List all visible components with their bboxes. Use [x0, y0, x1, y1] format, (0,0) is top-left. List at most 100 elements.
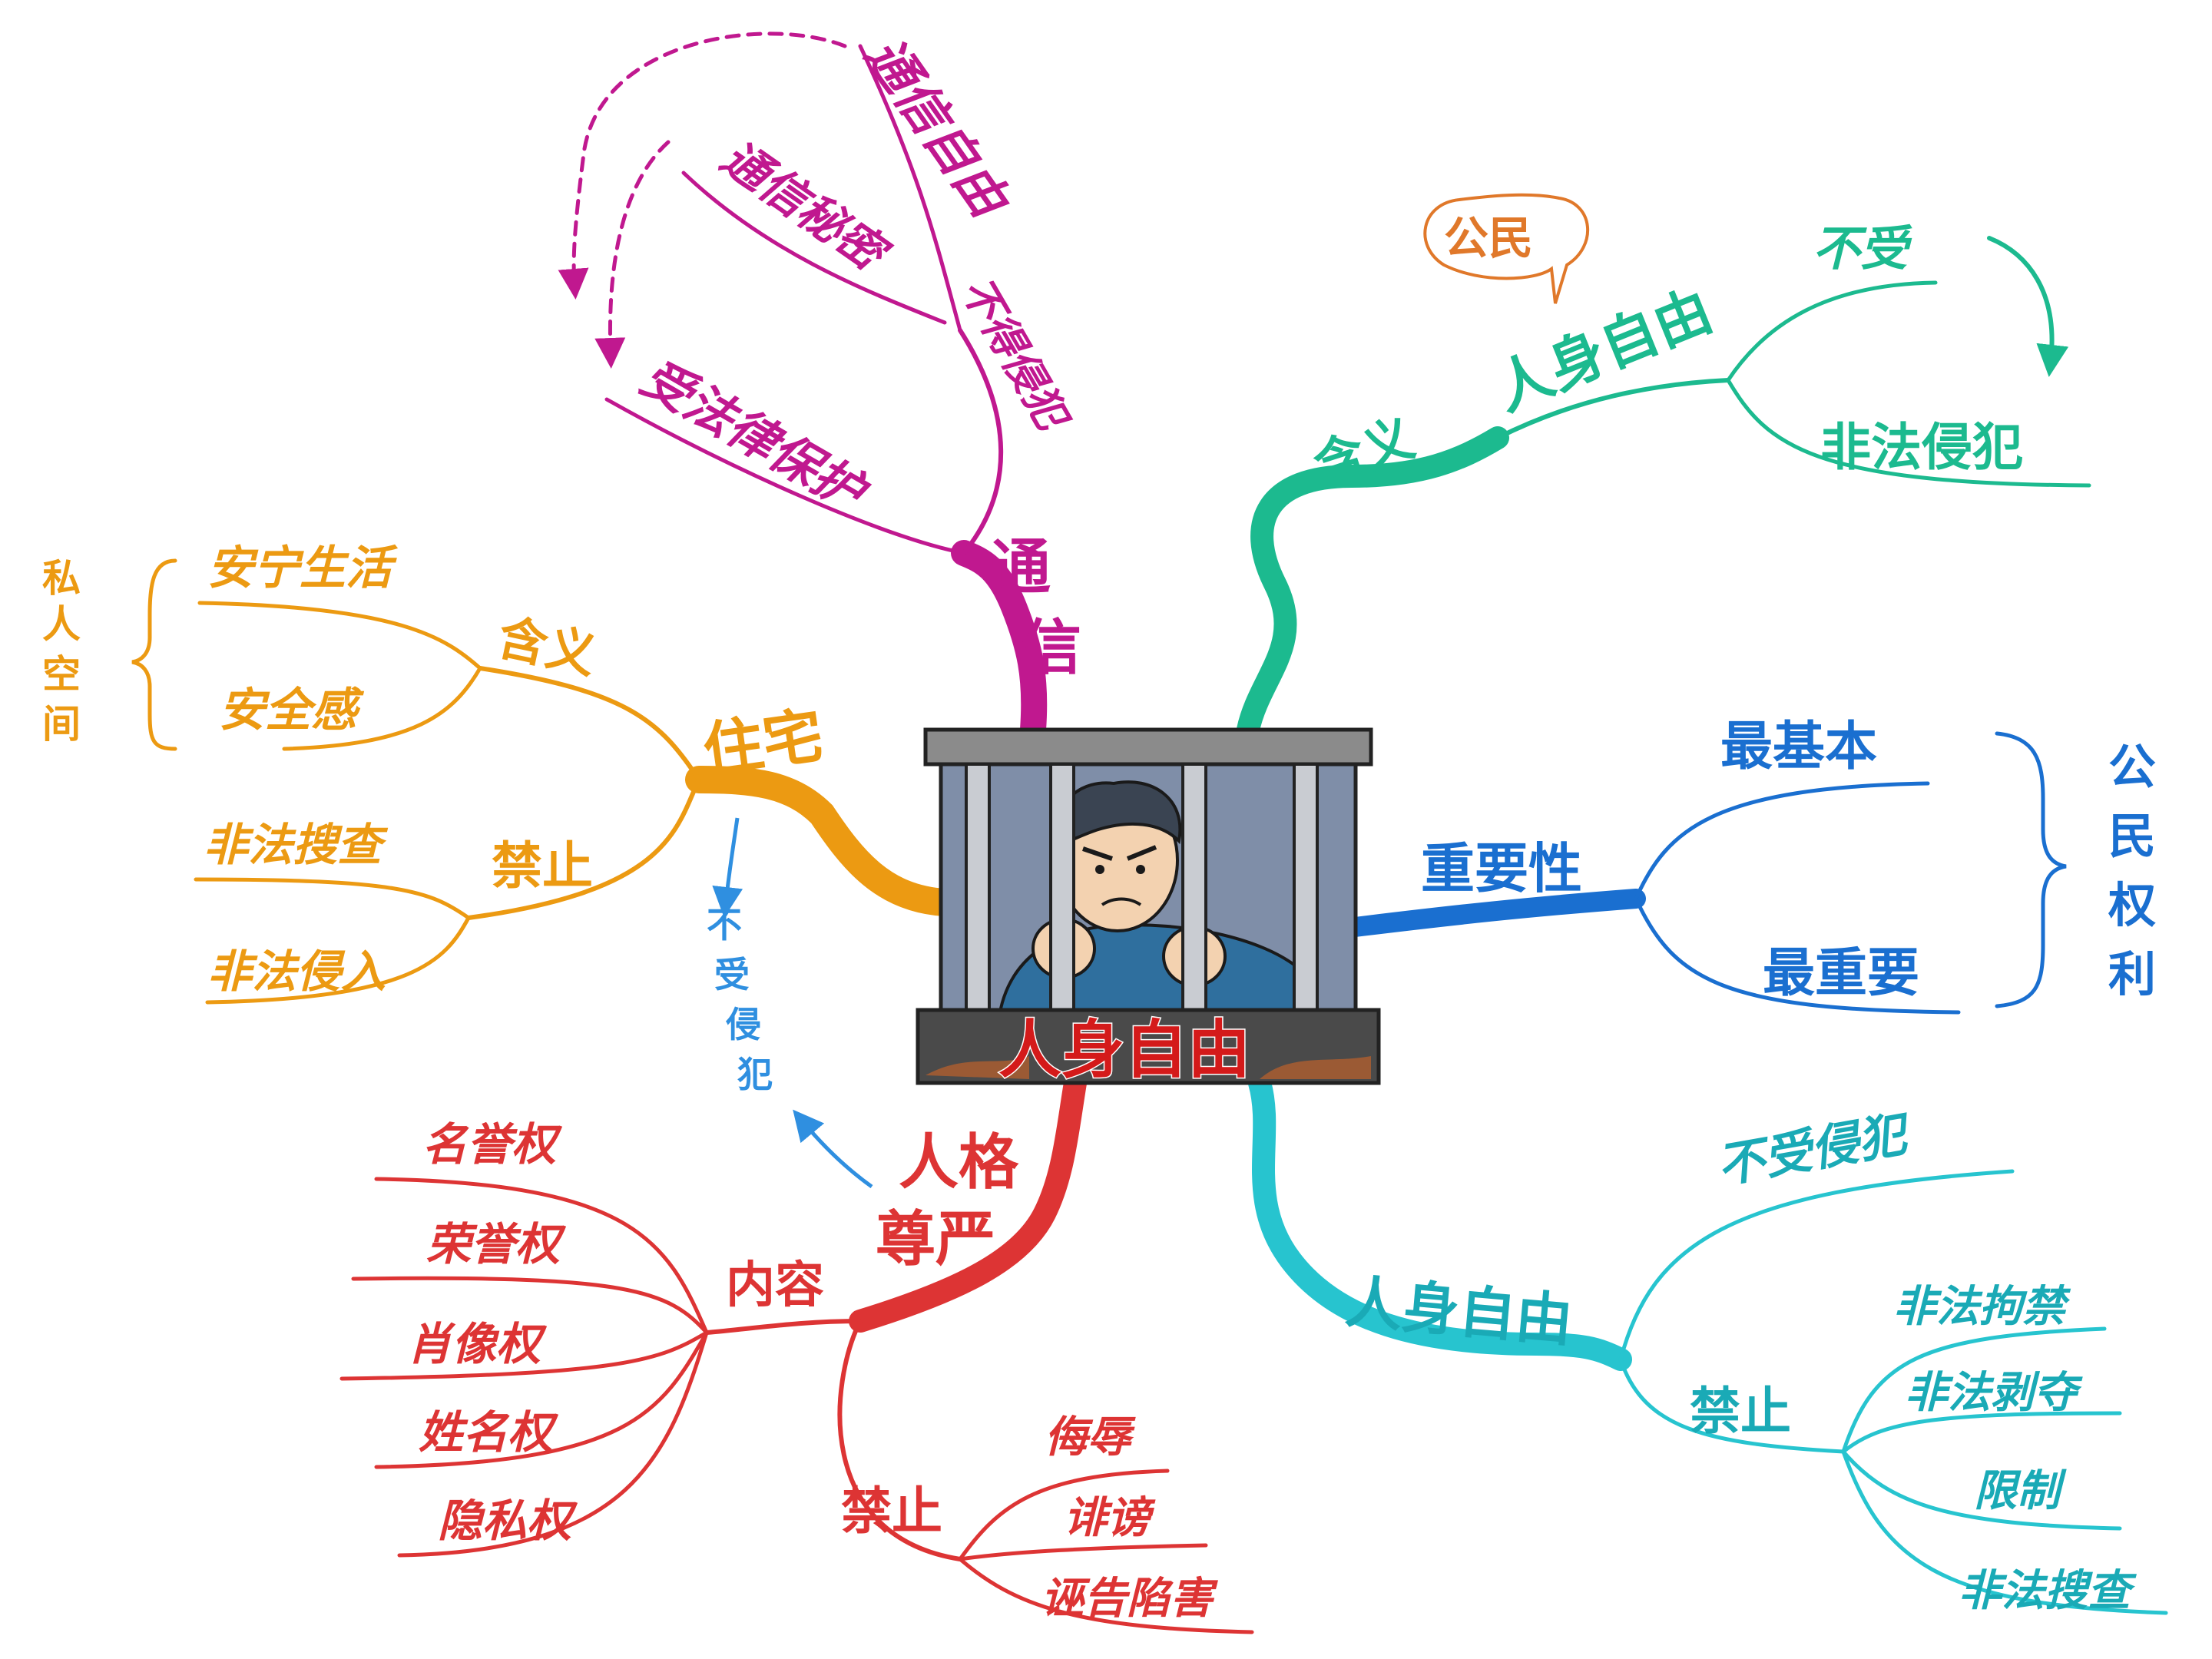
hanyi-note-outline — [1423, 193, 1590, 304]
person-mouth — [1101, 897, 1142, 906]
zhuzhai-qinru-label: 非法侵入 — [207, 945, 386, 998]
tongxin-dash-2 — [594, 140, 671, 369]
branch-zhuzhai — [131, 558, 959, 1005]
tongxin-budeqinfan-label: 不得侵犯 — [952, 269, 1079, 441]
center-illustration: 人身自由 — [916, 727, 1381, 1088]
zhuzhai-sousha-label: 非法搜查 — [204, 819, 389, 871]
cell-bar-3 — [1181, 763, 1207, 1019]
branch-hanyi — [1237, 236, 2091, 741]
tongxin-baohu-line — [604, 397, 966, 555]
renshen-item-2: 非法剥夺 — [1905, 1368, 2083, 1418]
zhongyao-zuizhongyao-label: 最重要 — [1763, 943, 1919, 1004]
renge-neirong-line — [704, 1319, 863, 1335]
zhongyao-lower-line — [1634, 896, 1961, 1015]
renge-item-3: 肖像权 — [407, 1318, 548, 1370]
renshen-item-2-line — [1841, 1411, 2122, 1454]
branch-zhongyao — [1326, 731, 2067, 1015]
cell-ledge-brick — [926, 1056, 1029, 1079]
tongxin-mimi-line — [681, 171, 947, 325]
person-hair — [1054, 780, 1182, 847]
renshen-bushou-line — [1618, 1169, 2015, 1362]
zhuzhai-trunk — [685, 766, 959, 916]
renshen-trunk — [1248, 1071, 1632, 1371]
zhuzhai-anning-label: 安宁生活 — [207, 541, 399, 595]
tongxin-branch-char-2: 信 — [1022, 614, 1081, 683]
renshen-bushou-label: 不受侵犯 — [1713, 1105, 1916, 1194]
cell-top-frame — [923, 727, 1373, 767]
renge-branch-label-1: 人格 — [899, 1128, 1019, 1197]
renge-item-5: 隐私权 — [438, 1495, 578, 1547]
branch-renge — [339, 1071, 1254, 1634]
zhuzhai-upper-line — [478, 666, 701, 782]
branch-renshen — [1248, 1071, 2168, 1615]
cell-bar-2 — [1049, 763, 1075, 1019]
tongxin-dash-1 — [558, 31, 847, 300]
renge-item-3-line — [339, 1330, 709, 1381]
hanyi-note-label: 公民 — [1444, 212, 1533, 264]
hanyi-qinfan-line — [1726, 378, 2091, 488]
zhuzhai-lower-line — [466, 777, 701, 920]
renge-forbid-3: 诬告陷害 — [1041, 1574, 1218, 1624]
branch-tongxin — [558, 31, 1048, 743]
renge-item-4: 姓名权 — [419, 1406, 559, 1459]
hanyi-arrow — [1987, 236, 2069, 377]
zhuzhai-siren-char-2: 人 — [42, 602, 81, 647]
cell-bar-4 — [1293, 763, 1319, 1019]
center-title: 人身自由 — [998, 1014, 1250, 1087]
tongxin-ziyou-label: 通信自由 — [854, 27, 1021, 230]
zhongyao-branch-label: 重要性 — [1421, 837, 1582, 900]
person-eye-left — [1095, 865, 1104, 874]
zhuzhai-brace — [131, 558, 177, 751]
renge-blue-arrow — [793, 1109, 873, 1189]
renge-forbid-1-line — [958, 1469, 1170, 1561]
renshen-jinzhi-line — [1618, 1357, 1846, 1454]
zhuzhai-bushou-char-1: 不 — [707, 904, 742, 945]
zhuzhai-siren-vertical: 私 人 空 间 — [42, 556, 81, 747]
person-brow-left — [1082, 846, 1113, 861]
renge-neirong-label: 内容 — [726, 1257, 824, 1314]
zhongyao-gongmin-vertical: 公 民 权 利 — [2108, 739, 2156, 1002]
zhuzhai-siren-char-4: 间 — [42, 702, 81, 747]
renge-jinzhi-line — [837, 1319, 962, 1561]
renshen-item-4: 非法搜查 — [1959, 1566, 2137, 1616]
renge-forbid-2: 诽谤 — [1064, 1493, 1156, 1543]
hanyi-note-bubble: 公民 — [1423, 193, 1590, 304]
renge-item-1-line — [374, 1177, 709, 1335]
tongxin-trunk — [951, 540, 1048, 743]
hanyi-qinfan-label: 非法侵犯 — [1820, 418, 2023, 477]
zhuzhai-anning-line — [197, 601, 482, 671]
renshen-item-1-line — [1841, 1326, 2107, 1454]
zhuzhai-bushou-char-2: 受 — [714, 954, 750, 995]
renshen-item-4-line — [1841, 1449, 2168, 1615]
zhongyao-upper-line — [1634, 781, 1930, 901]
zhongyao-brace — [1995, 731, 2067, 1008]
zhuzhai-sousha-line — [194, 877, 471, 920]
renge-branch-label-2: 尊严 — [876, 1205, 995, 1274]
zhuzhai-anquan-line — [282, 666, 482, 751]
zhuzhai-branch-label: 住宅 — [699, 701, 827, 786]
zhongyao-zuijiben-label: 最基本 — [1720, 717, 1877, 777]
renge-item-4-line — [374, 1330, 709, 1469]
zhuzhai-siren-char-3: 空 — [42, 652, 81, 697]
zhuzhai-bushou-char-4: 犯 — [737, 1054, 773, 1095]
hanyi-trunk — [1237, 426, 1509, 741]
renge-forbid-3-line — [958, 1557, 1254, 1634]
zhongyao-trunk — [1326, 889, 1646, 939]
zhuzhai-anquan-label: 安全感 — [219, 684, 365, 737]
person-brow-right — [1126, 845, 1157, 861]
renge-item-2-line — [351, 1276, 709, 1335]
zhongyao-gongmin-char-4: 利 — [2108, 946, 2156, 1002]
tongxin-main-line — [958, 328, 1004, 555]
renge-item-2: 荣誉权 — [426, 1218, 567, 1270]
renge-forbid-2-line — [958, 1543, 1208, 1561]
zhuzhai-qinru-line — [205, 916, 471, 1005]
renge-trunk — [849, 1071, 1087, 1333]
cell-ledge-brick-2 — [1260, 1056, 1371, 1079]
renge-item-5-line — [397, 1330, 709, 1558]
tongxin-baohu-label: 受法律保护 — [631, 349, 878, 525]
hanyi-bushou-label: 不受 — [1813, 220, 1912, 276]
hanyi-bushou-line — [1726, 280, 1938, 382]
renshen-branch-label: 人身自由 — [1343, 1269, 1575, 1354]
zhongyao-gongmin-char-2: 民 — [2108, 808, 2156, 864]
